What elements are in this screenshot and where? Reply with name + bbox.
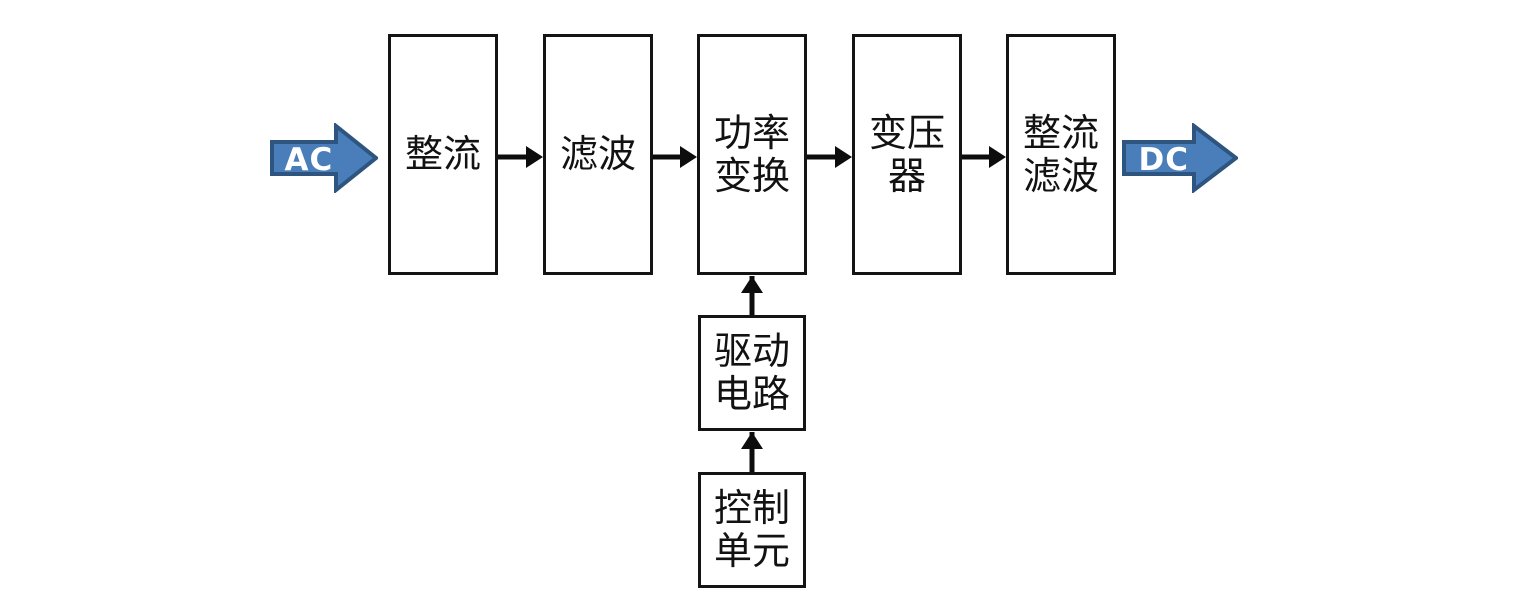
block-control-unit[interactable]: 控制 单元	[698, 472, 806, 588]
block-rectifier-filter-label: 整流 滤波	[1022, 110, 1099, 198]
block-rectifier-filter[interactable]: 整流 滤波	[1006, 34, 1116, 275]
connector-arrowhead	[989, 146, 1006, 168]
block-drive-circuit[interactable]: 驱动 电路	[698, 315, 806, 431]
connector-line	[962, 154, 991, 160]
connector-arrowhead	[835, 146, 852, 168]
connector-arrowhead	[680, 146, 697, 168]
block-power-conversion-label: 功率 变换	[713, 110, 790, 198]
block-power-conversion[interactable]: 功率 变换	[697, 34, 807, 275]
block-rectifier[interactable]: 整流	[388, 34, 498, 275]
dc-arrow-shape	[1122, 121, 1240, 195]
connector-line	[749, 276, 755, 315]
ac-input-arrow: AC	[270, 121, 380, 195]
ac-arrow-shape	[270, 121, 380, 195]
connector-line	[498, 154, 528, 160]
connector-arrowhead	[741, 432, 763, 449]
connector-line	[807, 154, 837, 160]
block-transformer[interactable]: 变压 器	[852, 34, 962, 275]
connector-arrowhead	[741, 276, 763, 293]
block-filter[interactable]: 滤波	[543, 34, 653, 275]
dc-output-arrow: DC	[1122, 121, 1240, 195]
connector-line	[653, 154, 682, 160]
block-rectifier-label: 整流	[404, 132, 481, 177]
block-control-unit-label: 控制 单元	[713, 486, 790, 573]
block-drive-circuit-label: 驱动 电路	[713, 329, 790, 416]
block-filter-label: 滤波	[559, 132, 636, 177]
block-transformer-label: 变压 器	[868, 110, 945, 198]
connector-arrowhead	[526, 146, 543, 168]
connector-line	[749, 432, 755, 472]
